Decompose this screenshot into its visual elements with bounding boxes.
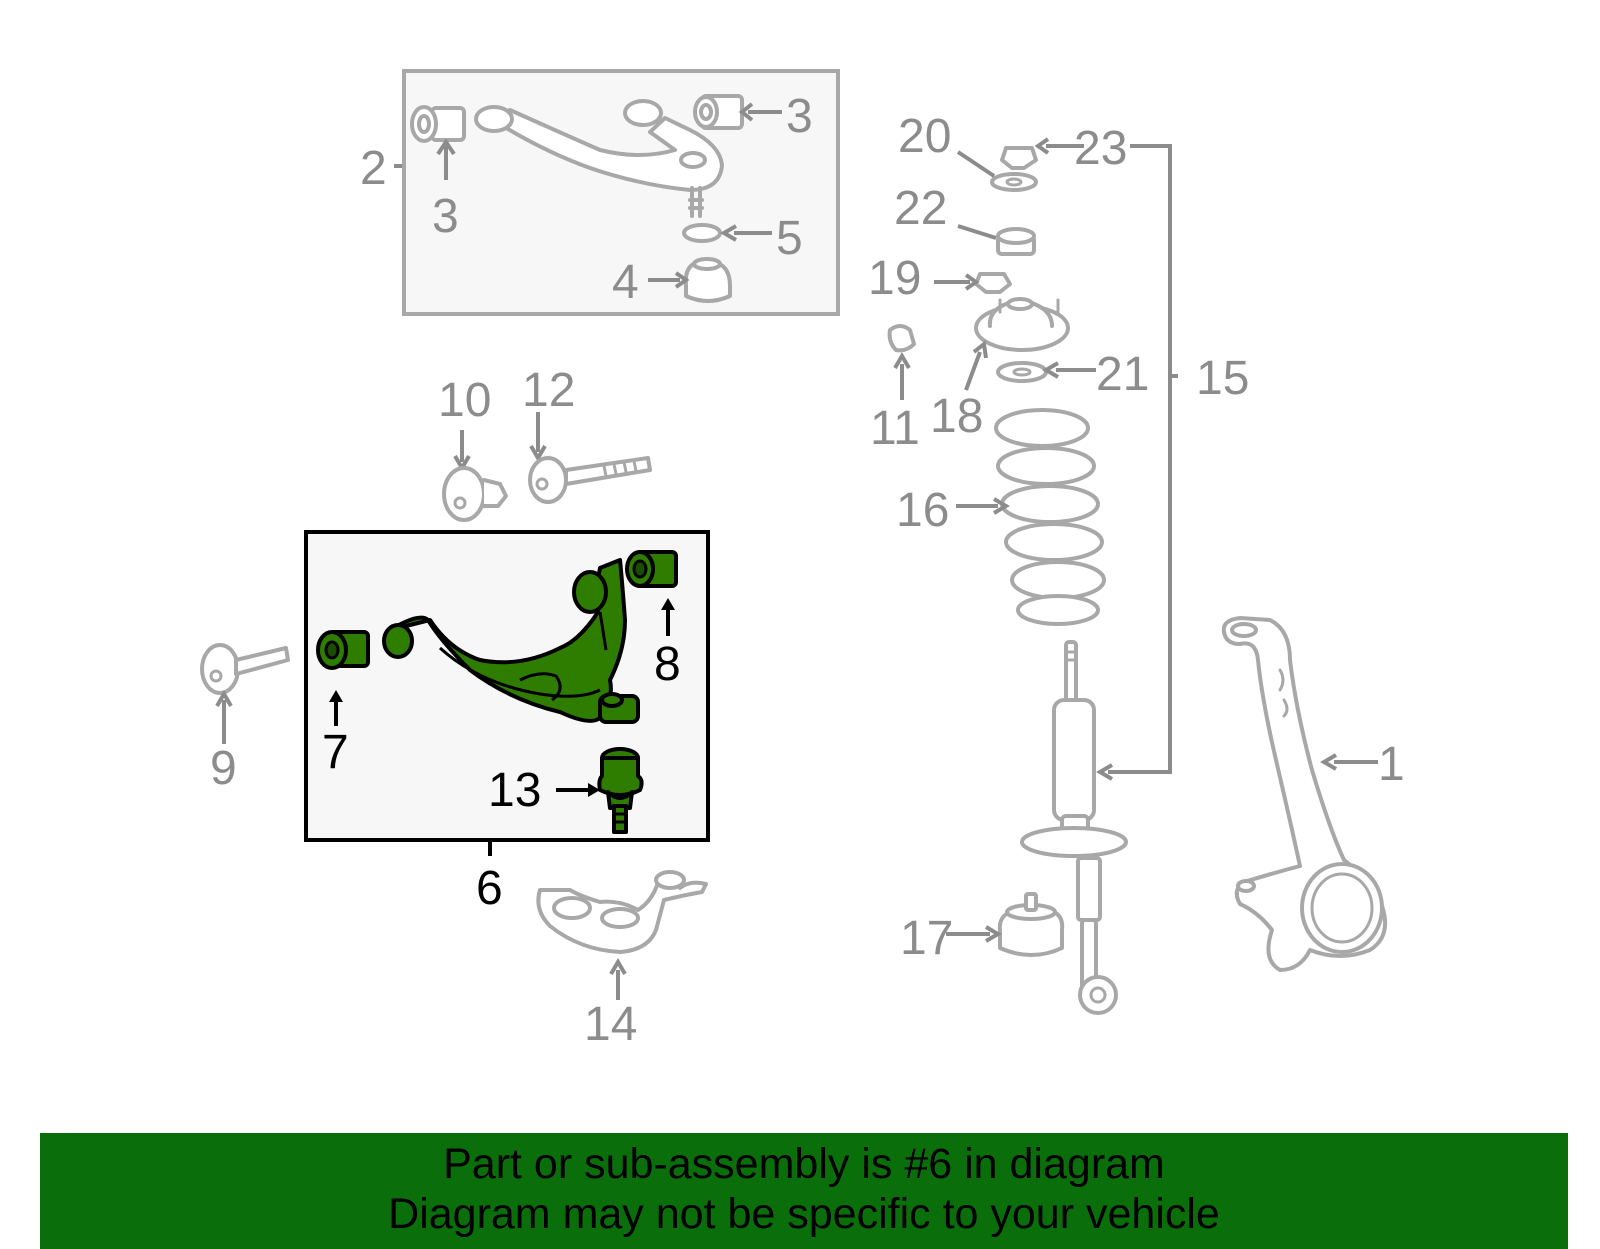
footer-line-1: Part or sub-assembly is #6 in diagram [443,1140,1165,1188]
label-17: 17 [900,912,953,965]
lower-control-arm [382,558,640,724]
label-6: 6 [476,862,503,915]
nut-11 [887,324,916,400]
label-8: 8 [654,638,681,691]
steering-knuckle-1 [1221,616,1387,972]
label-13: 13 [488,764,541,817]
label-3-right: 3 [786,90,813,143]
footer-banner: Part or sub-assembly is #6 in diagram Di… [40,1133,1568,1249]
label-11: 11 [870,402,920,455]
label-14: 14 [584,998,637,1051]
label-3-left: 3 [432,190,459,243]
label-21: 21 [1096,348,1149,401]
label-5: 5 [776,212,803,265]
cam-bolt-12 [528,412,652,504]
cam-plate-10 [442,430,508,522]
label-15: 15 [1196,352,1249,405]
label-19: 19 [868,252,921,305]
washer-5 [682,223,722,243]
label-2: 2 [360,142,387,195]
upper-control-arm-group [394,69,840,316]
spacer-22 [957,224,1036,256]
label-1: 1 [1378,738,1405,791]
label-22: 22 [894,182,947,235]
bushing-3-left [410,105,466,143]
strut-assembly-group [887,137,1178,1015]
shock-absorber [1020,640,1128,1015]
label-16: 16 [896,484,949,537]
bracket-line-15 [1108,144,1172,774]
label-23: 23 [1074,122,1127,175]
nut-19 [934,272,1012,294]
nut-23 [1000,137,1084,170]
bushing-7 [316,630,370,670]
boot-4 [683,257,732,303]
upper-control-arm [474,99,724,218]
ball-joint-13 [597,747,644,834]
label-7: 7 [322,726,349,779]
bracket-14 [536,870,708,1000]
bump-stop-17 [946,892,1065,957]
bushing-8 [625,550,678,588]
insulator-21 [996,361,1096,383]
label-12: 12 [522,364,575,417]
coil-spring-16 [956,408,1106,626]
label-20: 20 [898,110,951,163]
label-10: 10 [438,374,491,427]
bushing-3-right [693,94,744,130]
lower-control-arm-group [304,530,710,856]
washer-20 [956,150,1038,192]
label-4: 4 [612,256,639,309]
footer-line-2: Diagram may not be specific to your vehi… [388,1190,1220,1238]
bolt-9 [200,643,290,744]
label-18: 18 [930,390,983,443]
callout-labels: 2 3 3 5 4 10 12 9 7 8 13 6 14 20 23 22 1… [210,90,1405,1051]
upper-mount-18 [964,297,1070,391]
label-9: 9 [210,742,237,795]
